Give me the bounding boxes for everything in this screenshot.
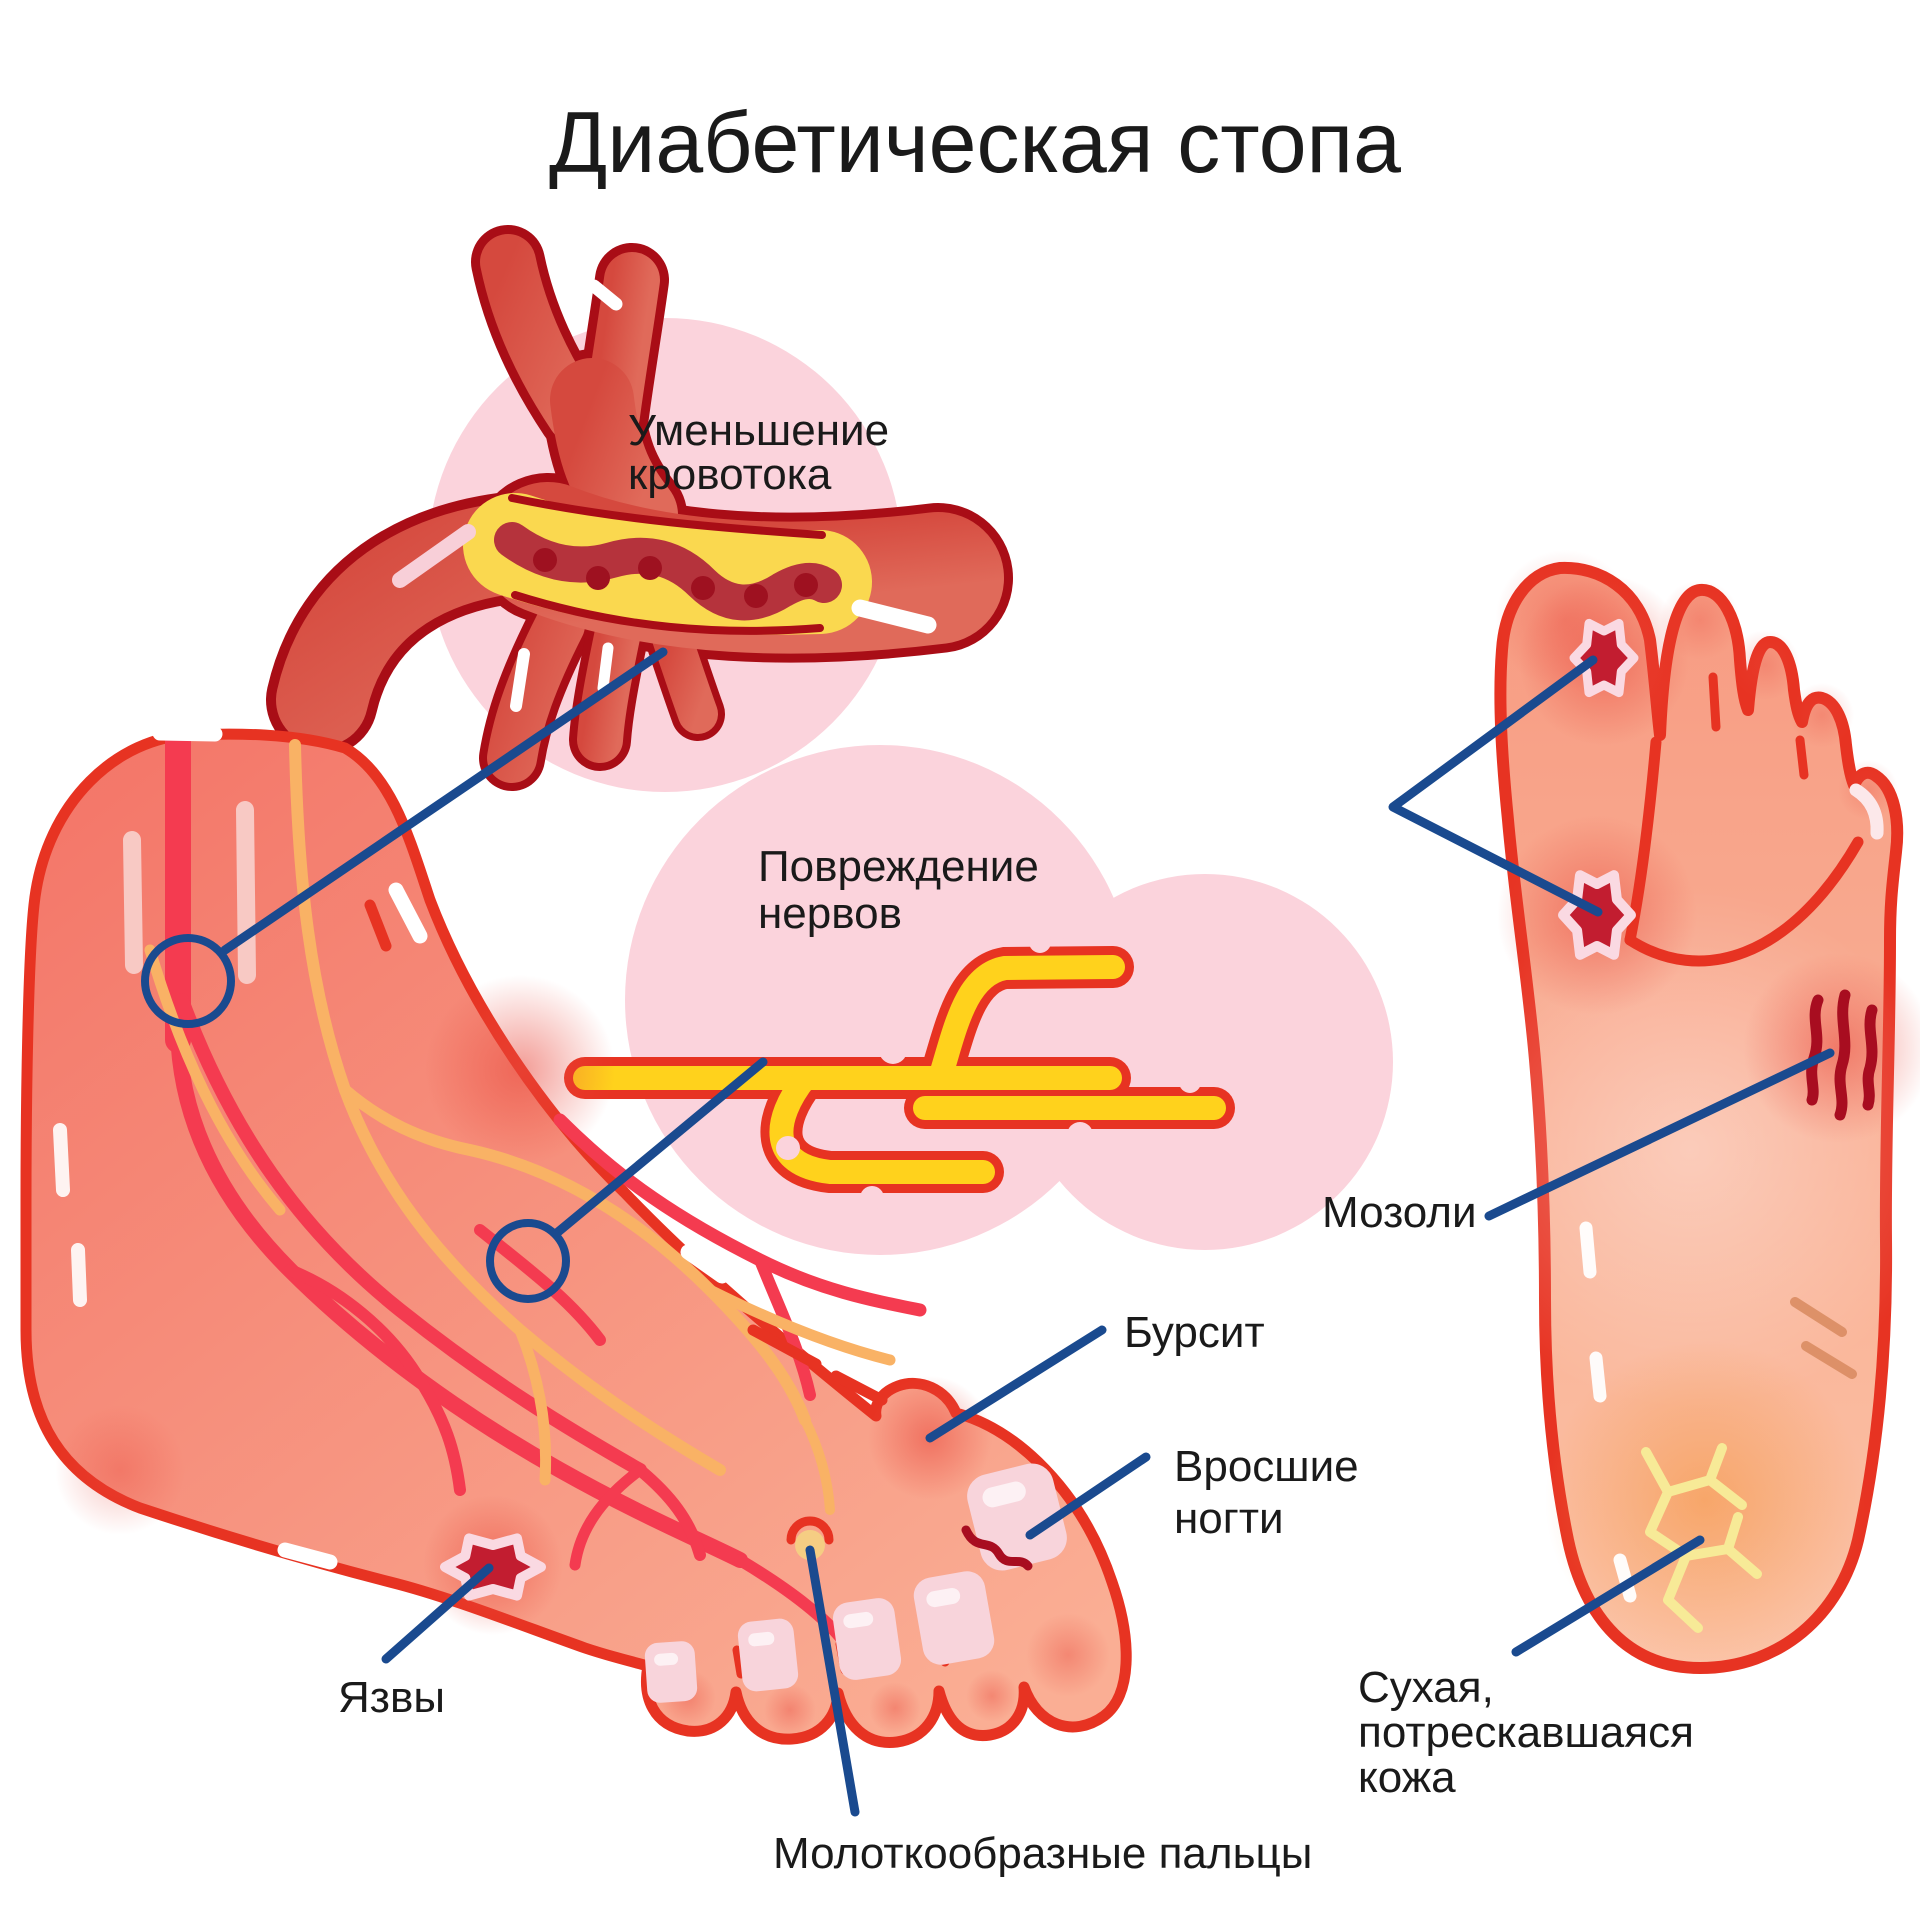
label-blood-flow: Уменьшение кровотока [628, 406, 901, 499]
leader-dry-skin [1511, 1535, 1705, 1657]
dry-cracked-skin [1641, 1443, 1762, 1633]
leader-hammer-toes [805, 1545, 860, 1817]
leader-ulcers [381, 1563, 494, 1664]
marker-circle-nerve [486, 1219, 570, 1303]
label-ulcers: Язвы [338, 1673, 445, 1722]
label-nerve-damage: Повреждение нервов [758, 842, 1051, 938]
leader-blood-flow [220, 647, 668, 955]
leader-fork-ulcers-right [1388, 655, 1603, 917]
leader-ingrown-nails [1025, 1452, 1151, 1540]
ingrown-nail-mark [961, 1525, 1033, 1571]
label-calluses: Мозоли [1322, 1188, 1477, 1237]
label-hammer-toes: Молоткообразные пальцы [773, 1829, 1312, 1878]
leader-bursitis [925, 1325, 1107, 1443]
label-ingrown-nails: Вросшие ногти [1174, 1442, 1371, 1543]
label-bursitis: Бурсит [1124, 1308, 1265, 1357]
blood-cells [533, 548, 818, 608]
left-foot-illustration [20, 725, 1132, 1748]
marker-circle-blood-flow [141, 934, 235, 1028]
nerve-damage-notches [776, 931, 1201, 1210]
hammer-toe-corn [786, 1516, 834, 1560]
blood-vessel-illustration [266, 225, 1013, 791]
label-dry-skin: Сухая, потрескавшаяся кожа [1358, 1663, 1706, 1802]
narrowed-lumen [494, 522, 842, 621]
page-title: Диабетическая стопа [549, 95, 1401, 191]
leader-calluses [1484, 1048, 1835, 1221]
right-foot-illustration [1430, 550, 1920, 1674]
leader-nerve-damage [553, 1057, 768, 1237]
nerve-illustration [564, 931, 1235, 1210]
foot-nerves [144, 739, 896, 1515]
ulcer-right-foot-toe [1569, 618, 1639, 698]
